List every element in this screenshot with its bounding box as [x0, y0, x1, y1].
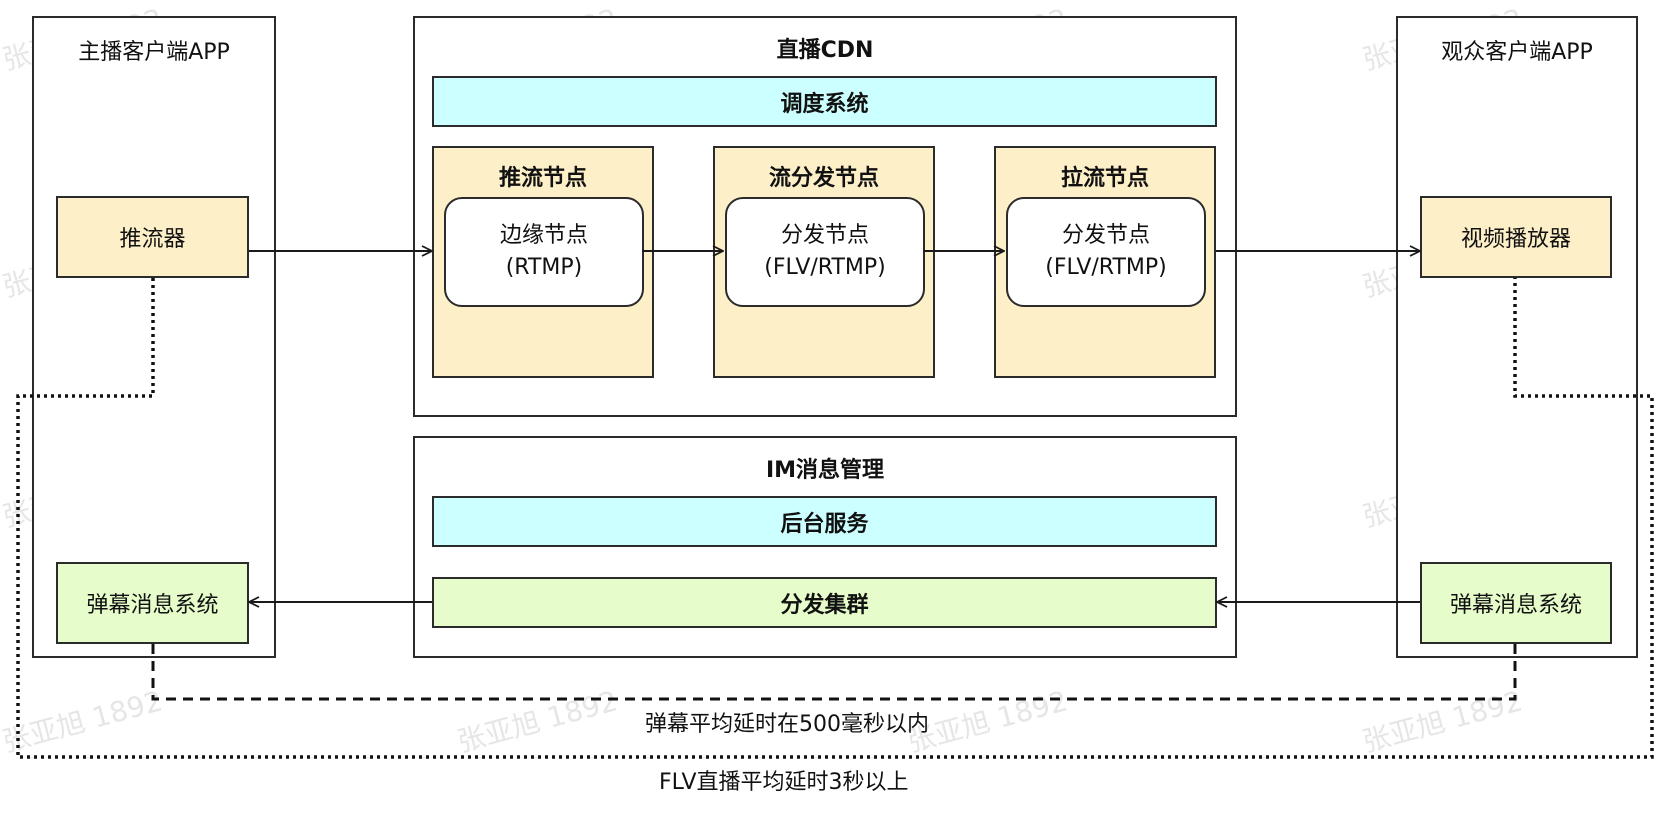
- im-title: IM消息管理: [765, 458, 885, 483]
- pusher-box: 推流器: [56, 196, 249, 278]
- danmaku-latency-path: [151, 644, 1517, 701]
- cdn-title: 直播CDN: [776, 38, 874, 63]
- backend-bar: 后台服务: [432, 496, 1217, 547]
- viewer-app-frame: 观众客户端APP: [1396, 16, 1638, 658]
- anchor-danmaku-box: 弹幕消息系统: [56, 562, 249, 644]
- edge-node-card: 边缘节点 (RTMP): [444, 197, 644, 307]
- dist-node: 流分发节点 分发节点 (FLV/RTMP): [713, 146, 935, 378]
- dist-node-protocol: (FLV/RTMP): [764, 255, 886, 280]
- dist-node-name: 分发节点: [780, 223, 869, 248]
- pull-node-protocol: (FLV/RTMP): [1045, 255, 1167, 280]
- pull-node-card: 分发节点 (FLV/RTMP): [1006, 197, 1206, 307]
- danmaku-latency-label: 弹幕平均延时在500毫秒以内: [645, 712, 929, 737]
- pull-node-title: 拉流节点: [1060, 166, 1149, 191]
- cluster-bar: 分发集群: [432, 577, 1217, 628]
- flv-latency-path: [16, 278, 1654, 759]
- pull-node-name: 分发节点: [1061, 223, 1150, 248]
- push-node-title: 推流节点: [498, 166, 587, 191]
- dist-node-title: 流分发节点: [768, 166, 879, 191]
- viewer-danmaku-box: 弹幕消息系统: [1420, 562, 1612, 644]
- flv-latency-label: FLV直播平均延时3秒以上: [659, 770, 909, 795]
- dist-node-card: 分发节点 (FLV/RTMP): [725, 197, 925, 307]
- edge-node-protocol: (RTMP): [505, 255, 583, 280]
- player-box: 视频播放器: [1420, 196, 1612, 278]
- push-node: 推流节点 边缘节点 (RTMP): [432, 146, 654, 378]
- anchor-app-title: 主播客户端APP: [78, 40, 230, 65]
- pull-node: 拉流节点 分发节点 (FLV/RTMP): [994, 146, 1216, 378]
- viewer-app-title: 观众客户端APP: [1441, 40, 1593, 65]
- edge-node-name: 边缘节点: [499, 223, 588, 248]
- scheduler-bar: 调度系统: [432, 76, 1217, 127]
